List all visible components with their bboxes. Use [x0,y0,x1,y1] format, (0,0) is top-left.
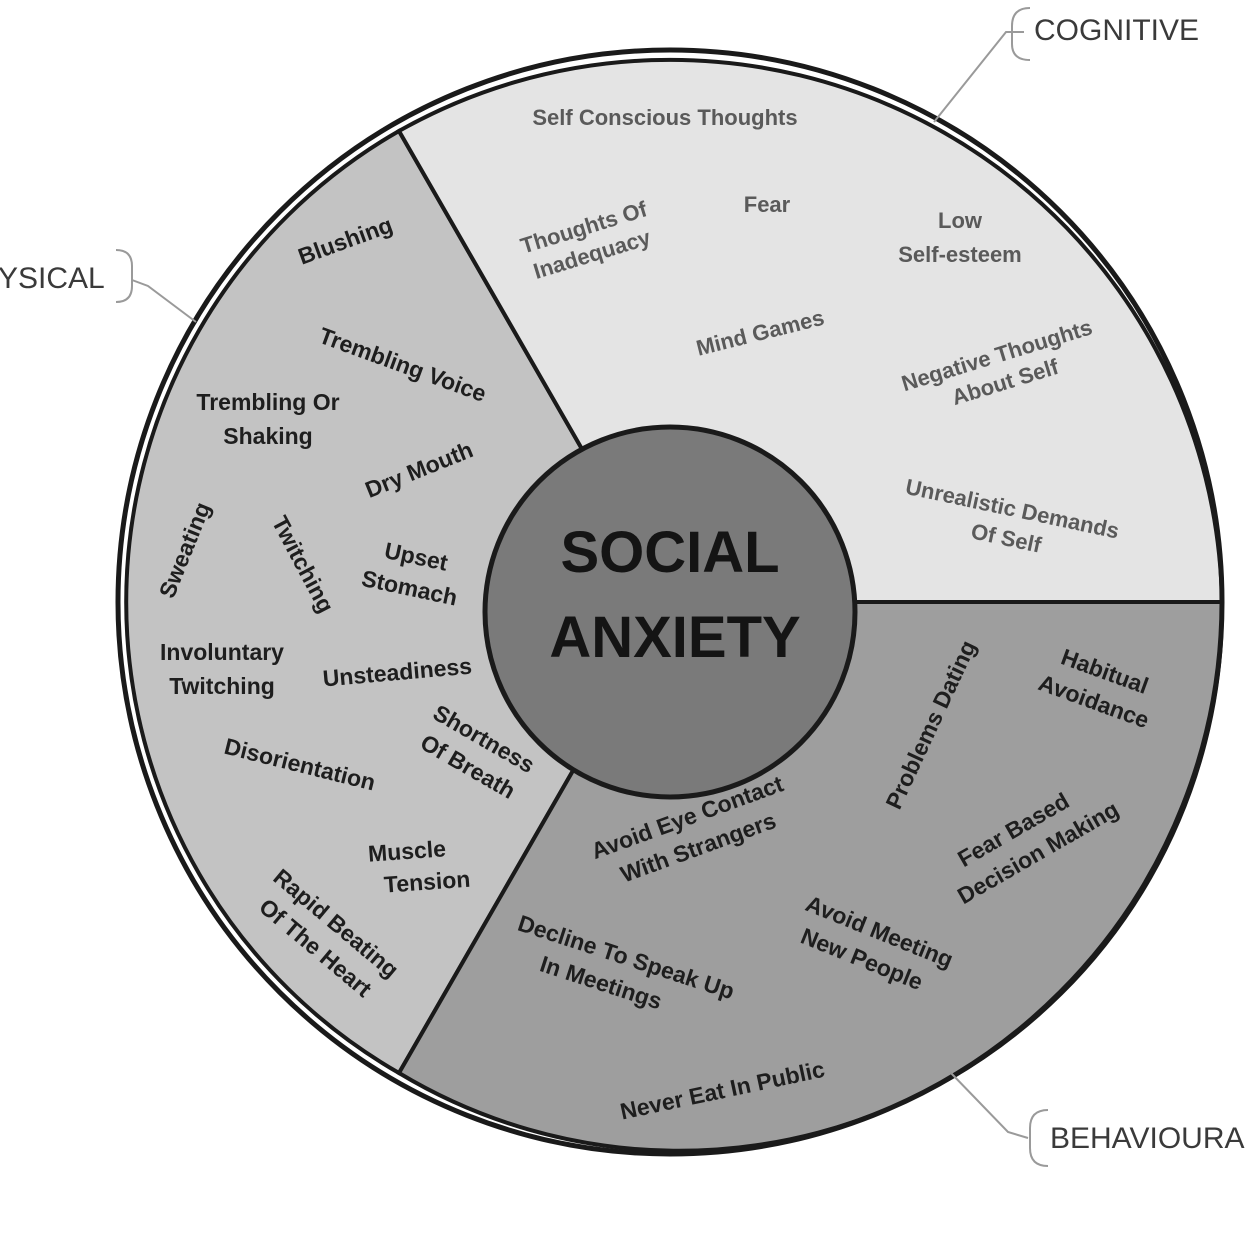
callout-cognitive-leader [933,31,1024,123]
callout-physical-leader [131,279,197,323]
label-muscle-tension-line1: Muscle [367,835,447,866]
callout-cognitive-label: COGNITIVE [1034,14,1199,47]
callout-behavioural-bracket [1029,1109,1049,1167]
callout-cognitive: COGNITIVE [933,7,1199,123]
callout-behavioural-label: BEHAVIOURA [1050,1122,1245,1155]
label-trembling-shaking-line1: Trembling Or [196,389,339,415]
callout-cognitive-bracket [1011,7,1031,61]
label-self-conscious-thoughts: Self Conscious Thoughts [532,105,797,130]
center-circle [482,424,858,800]
callout-physical: YSICAL [0,249,197,323]
center-hub: SOCIAL ANXIETY [482,424,858,800]
callout-behavioural: BEHAVIOURA [949,1071,1245,1167]
label-involuntary-twitching-line2: Twitching [169,673,275,699]
label-muscle-tension-line2: Tension [383,866,471,898]
label-low-self-esteem-line1: Low [938,208,983,233]
label-fear: Fear [744,192,791,217]
center-title-line1: SOCIAL [560,520,779,585]
callout-behavioural-leader [949,1071,1029,1139]
wheel-outline [115,47,1225,1157]
label-low-self-esteem-line2: Self-esteem [898,242,1022,267]
center-title-line2: ANXIETY [549,605,800,670]
label-trembling-shaking-line2: Shaking [223,423,312,449]
callout-physical-bracket [115,249,133,303]
callout-physical-label: YSICAL [0,262,105,295]
label-involuntary-twitching-line1: Involuntary [160,639,284,665]
